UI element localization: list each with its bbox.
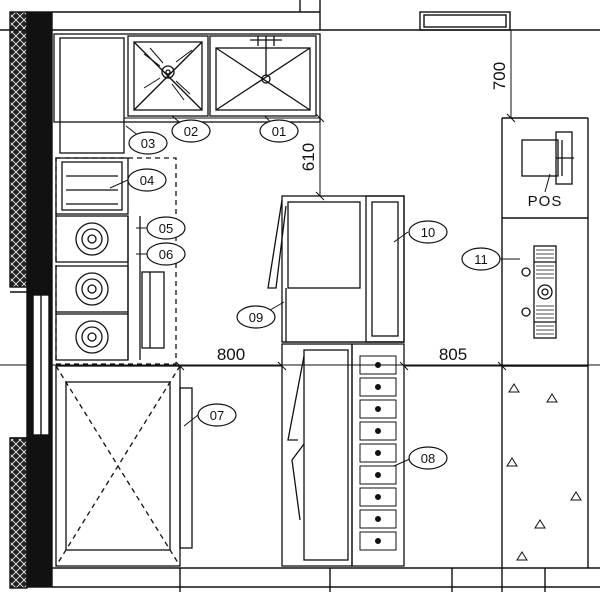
center-island [267, 195, 405, 567]
dimension-610: 610 [299, 143, 318, 171]
pos-label: POS [528, 193, 563, 210]
concrete-marks [506, 383, 582, 561]
tag-bubbles [127, 119, 501, 470]
tag-bubble-11 [461, 247, 501, 271]
shelf-04 [55, 157, 129, 215]
wall-opening-box [419, 11, 511, 31]
dish-rack-marks [143, 47, 193, 101]
tag-08: 08 [421, 451, 435, 466]
tag-02: 02 [184, 124, 198, 139]
tag-bubble-04 [127, 168, 167, 192]
counter-top-run [53, 33, 321, 154]
tag-bubble-09 [236, 305, 276, 329]
tag-06: 06 [159, 247, 173, 262]
pos-area [521, 131, 574, 339]
tag-05: 05 [159, 221, 173, 236]
tag-09: 09 [249, 310, 263, 325]
prep-table-03 [59, 37, 125, 154]
dimension-lines [175, 30, 516, 371]
sink-02 [127, 35, 209, 117]
hatched-wall-top [9, 11, 28, 288]
tag-bubble-08 [408, 446, 448, 470]
register-11 [533, 245, 557, 339]
pos-terminal-icon [521, 139, 559, 177]
dimension-800: 800 [217, 345, 245, 364]
tag-bubble-02 [171, 119, 211, 143]
drawer-unit-08 [351, 343, 405, 567]
drawers [359, 355, 397, 551]
register-grille [536, 249, 554, 335]
tag-bubble-06 [146, 242, 186, 266]
tag-bubble-07 [197, 403, 237, 427]
tag-bubble-05 [146, 216, 186, 240]
tag-10: 10 [421, 225, 435, 240]
sink-01 [209, 35, 317, 117]
tag-bubble-10 [408, 220, 448, 244]
hatched-wall-bottom [9, 437, 28, 589]
dimension-805: 805 [439, 345, 467, 364]
dimension-700: 700 [490, 62, 509, 90]
left-equipment-column [55, 157, 193, 567]
tag-11: 11 [474, 252, 488, 267]
tag-bubble-03 [128, 131, 168, 155]
tag-07: 07 [210, 408, 224, 423]
tag-01: 01 [272, 124, 286, 139]
tag-04: 04 [140, 173, 154, 188]
tag-labels: 01 02 03 04 05 06 07 08 09 10 11 [140, 124, 488, 466]
tag-bubble-01 [259, 119, 299, 143]
fridge-09 [287, 201, 361, 289]
prep-counter [281, 343, 353, 567]
tag-03: 03 [141, 136, 155, 151]
